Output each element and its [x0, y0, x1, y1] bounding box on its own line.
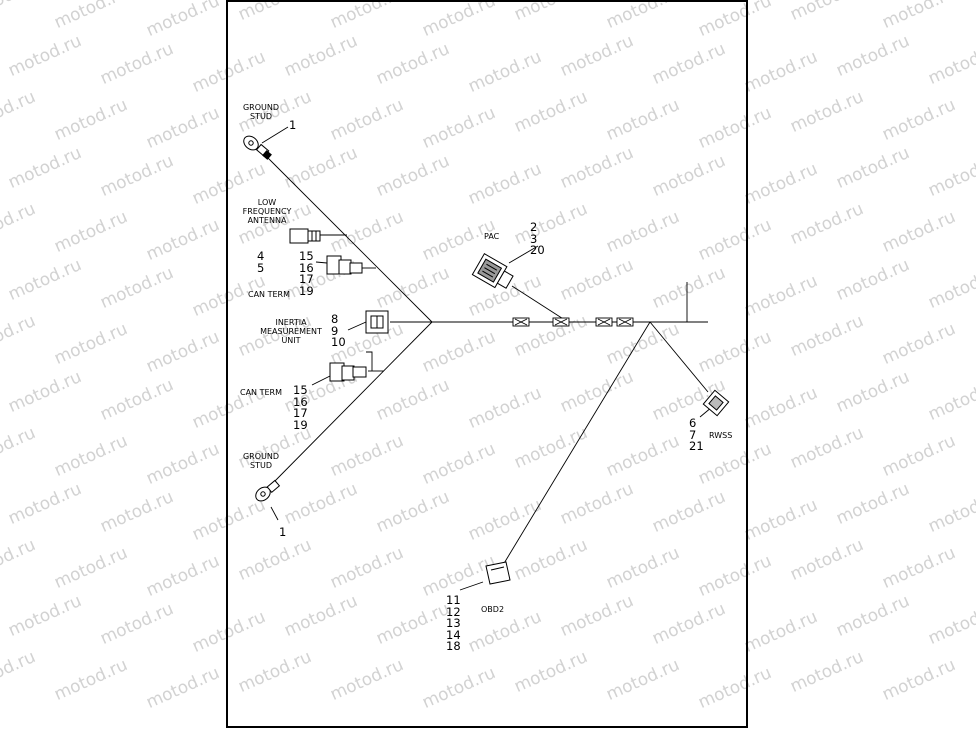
pac-connector: [471, 253, 514, 289]
inertia-unit-connector: [365, 310, 389, 334]
lf-antenna-connector: [289, 228, 321, 244]
rwss-connector: [702, 389, 730, 417]
ground-stud-bottom: [255, 479, 281, 502]
obd2-label: OBD2: [481, 605, 505, 614]
can-term-top-label: CAN TERM: [248, 290, 290, 299]
obd2-wire: [502, 321, 651, 566]
ground-stud-bottom-ref: 1: [279, 525, 287, 539]
pac-wire: [511, 285, 569, 323]
diagram-frame: [226, 0, 748, 728]
obd2-connector: [485, 561, 511, 585]
ground-stud-bottom-wire: [271, 321, 433, 485]
ground-stud-top-ref: 1: [289, 118, 297, 132]
can-term-bottom-label: CAN TERM: [240, 388, 282, 397]
can-term-top-connector: [326, 255, 363, 275]
rwss-label: RWSS: [709, 431, 733, 440]
rwss-wire: [649, 321, 709, 393]
pac-label: PAC: [484, 232, 500, 241]
ground-stud-top-wire: [267, 157, 433, 323]
can-term-bottom-tail: [366, 351, 373, 371]
can-term-bottom-connector: [329, 362, 367, 382]
ground-stud-top: [243, 135, 272, 160]
